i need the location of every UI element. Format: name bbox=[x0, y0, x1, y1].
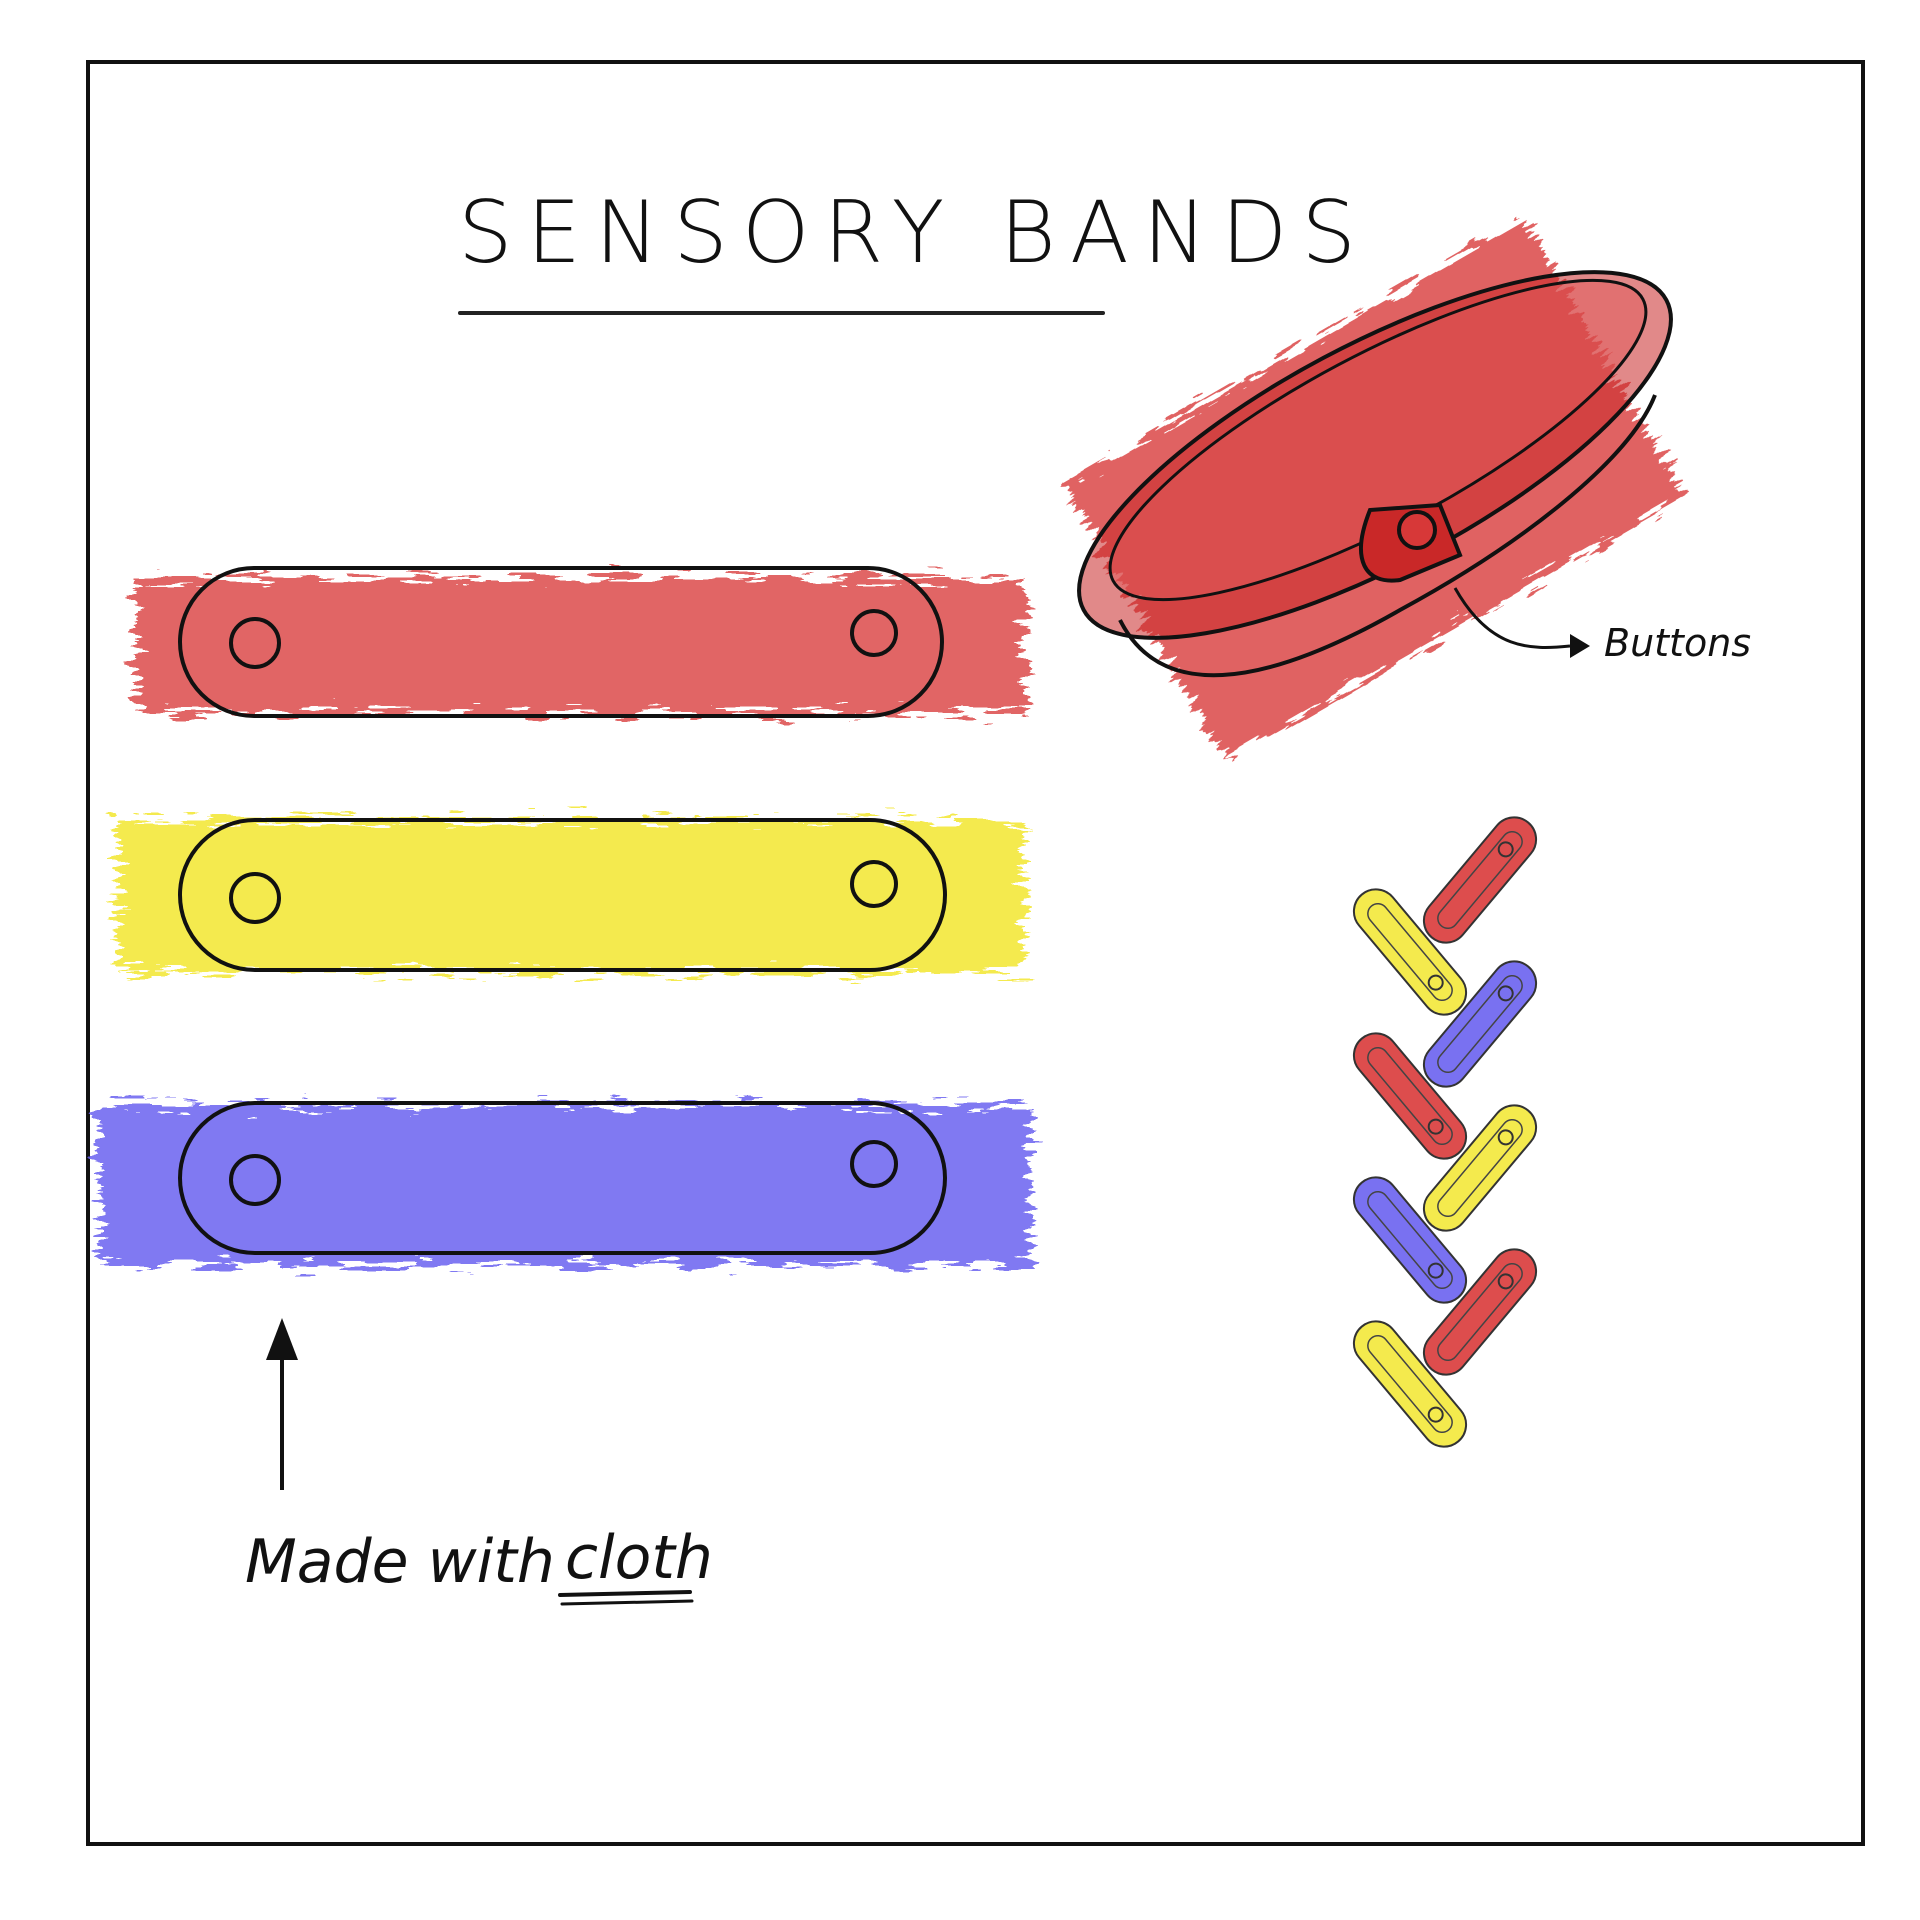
chain-link-button bbox=[1497, 1273, 1514, 1290]
button-hole-right bbox=[850, 860, 898, 908]
chain-link-button bbox=[1497, 841, 1514, 858]
buttons-arrow-line bbox=[1453, 587, 1571, 649]
chain-link-button bbox=[1427, 1406, 1444, 1423]
chain-link-inner bbox=[1367, 1046, 1453, 1146]
chain-link-button bbox=[1497, 985, 1514, 1002]
flat-band-blue bbox=[100, 1101, 1030, 1265]
cloth-arrow-head bbox=[266, 1318, 298, 1360]
chain-link bbox=[1422, 1248, 1538, 1376]
chain-link bbox=[1422, 1104, 1538, 1232]
chain-link-inner bbox=[1437, 830, 1523, 930]
flat-band-red bbox=[135, 566, 1025, 718]
button-hole-right bbox=[850, 609, 898, 657]
chain-link-inner bbox=[1437, 974, 1523, 1074]
chain-link bbox=[1352, 1320, 1468, 1448]
band-outline bbox=[178, 818, 947, 972]
band-outline bbox=[178, 1101, 947, 1255]
chain-link-body bbox=[1352, 1320, 1468, 1448]
bracelet-side-edge bbox=[1118, 394, 1657, 678]
paint-swatch-red bbox=[135, 578, 1025, 713]
material-label: cloth bbox=[565, 1523, 713, 1593]
chain-link-body bbox=[1352, 1032, 1468, 1160]
chain-link bbox=[1352, 1032, 1468, 1160]
made-with-label: Made with bbox=[245, 1527, 555, 1597]
chain-link bbox=[1422, 816, 1538, 944]
chain-link-button bbox=[1427, 1262, 1444, 1279]
buttons-label: Buttons bbox=[1604, 621, 1751, 665]
chain-link-inner bbox=[1367, 1334, 1453, 1434]
material-underline bbox=[558, 1590, 692, 1597]
chain-link-inner bbox=[1367, 1190, 1453, 1290]
bracelet-button bbox=[1397, 510, 1437, 550]
band-outline bbox=[178, 566, 944, 718]
chain-link-body bbox=[1352, 888, 1468, 1016]
chain-link-body bbox=[1422, 1248, 1538, 1376]
chain-link-body bbox=[1352, 1176, 1468, 1304]
chain-link-inner bbox=[1437, 1262, 1523, 1362]
material-underline-2 bbox=[560, 1599, 694, 1606]
chain-link-body bbox=[1422, 816, 1538, 944]
button-hole-left bbox=[229, 872, 281, 924]
rolled-band-red bbox=[1065, 218, 1685, 762]
paint-swatch-blue bbox=[100, 1105, 1030, 1265]
button-hole-left bbox=[229, 617, 281, 669]
chain-link-body bbox=[1422, 1104, 1538, 1232]
linked-bands-chain bbox=[1352, 816, 1538, 1448]
chain-link bbox=[1352, 1176, 1468, 1304]
chain-link bbox=[1352, 888, 1468, 1016]
chain-link-button bbox=[1427, 1118, 1444, 1135]
chain-link-inner bbox=[1437, 1118, 1523, 1218]
page-title: SENSORY BANDS bbox=[458, 183, 1370, 283]
buttons-arrow-head bbox=[1570, 634, 1590, 658]
flat-band-yellow bbox=[118, 818, 1023, 972]
page-frame bbox=[86, 60, 1865, 1846]
chain-link-body bbox=[1422, 960, 1538, 1088]
button-hole-left bbox=[229, 1154, 281, 1206]
chain-link-button bbox=[1497, 1129, 1514, 1146]
chain-link-button bbox=[1427, 974, 1444, 991]
button-hole-right bbox=[850, 1140, 898, 1188]
chain-link bbox=[1422, 960, 1538, 1088]
chain-link-inner bbox=[1367, 902, 1453, 1002]
paint-swatch-yellow bbox=[118, 820, 1023, 972]
